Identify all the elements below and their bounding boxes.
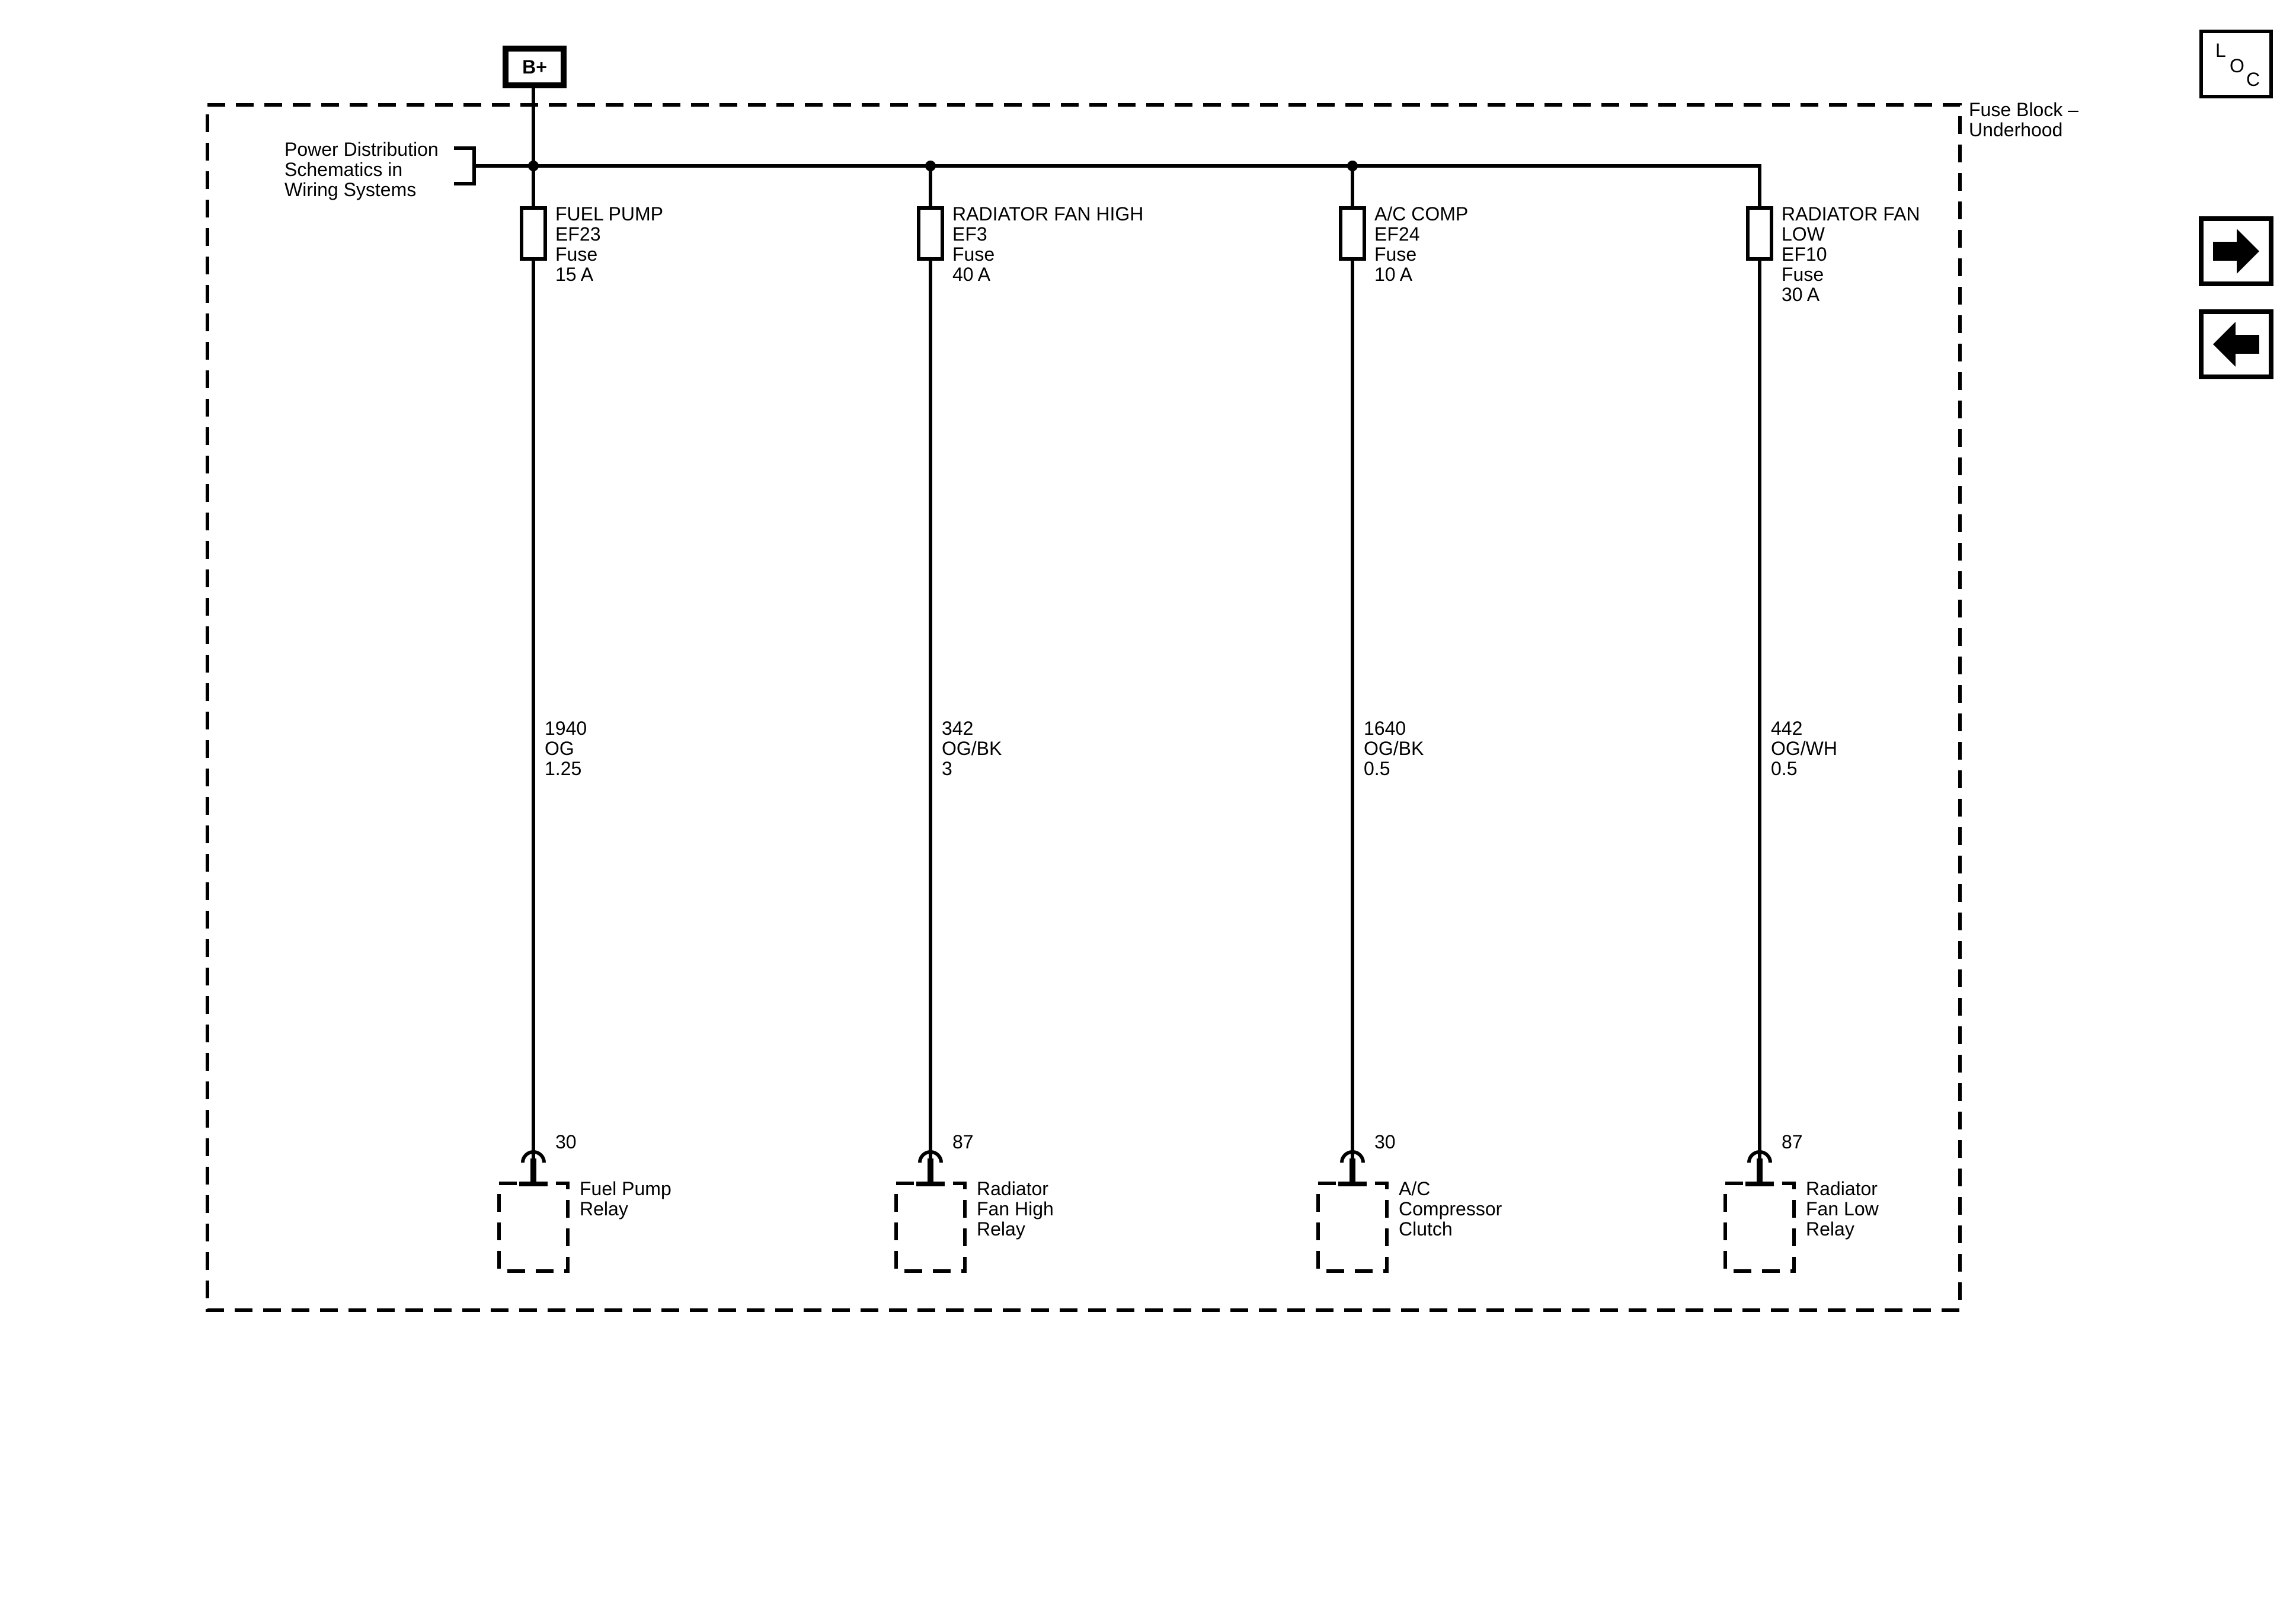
component-box[interactable] [497, 1182, 570, 1273]
power-distribution-reference-label: Power Distribution Schematics in Wiring … [284, 139, 444, 200]
pin-number: 30 [555, 1131, 577, 1153]
left-arrow-icon[interactable] [2199, 309, 2273, 379]
fuse-symbol[interactable] [1746, 206, 1773, 261]
terminal-symbol [1747, 1150, 1772, 1163]
terminal-symbol [918, 1150, 943, 1163]
fuse-block-label: Fuse Block – Underhood [1969, 99, 2084, 140]
component-box[interactable] [894, 1182, 967, 1273]
loc-letter-c: C [2246, 69, 2260, 90]
terminal-symbol [1340, 1150, 1365, 1163]
fuse-symbol[interactable] [520, 206, 547, 261]
fuse-block-outline [206, 103, 1962, 1312]
terminal-symbol [521, 1150, 546, 1163]
fuse-symbol[interactable] [917, 206, 944, 261]
fuse-symbol[interactable] [1339, 206, 1366, 261]
right-arrow-icon[interactable] [2199, 216, 2273, 286]
loc-letter-l: L [2215, 40, 2226, 61]
pin-number: 87 [952, 1131, 974, 1153]
loc-icon[interactable]: L O C [2199, 30, 2273, 98]
pin-number: 87 [1782, 1131, 1803, 1153]
loc-letter-o: O [2230, 55, 2244, 76]
battery-label: B+ [522, 56, 547, 78]
power-distribution-reference[interactable]: Power Distribution Schematics in Wiring … [284, 139, 533, 200]
component-box[interactable] [1316, 1182, 1389, 1273]
pin-number: 30 [1374, 1131, 1396, 1153]
battery-connector: B+ [503, 46, 567, 88]
component-box[interactable] [1723, 1182, 1796, 1273]
